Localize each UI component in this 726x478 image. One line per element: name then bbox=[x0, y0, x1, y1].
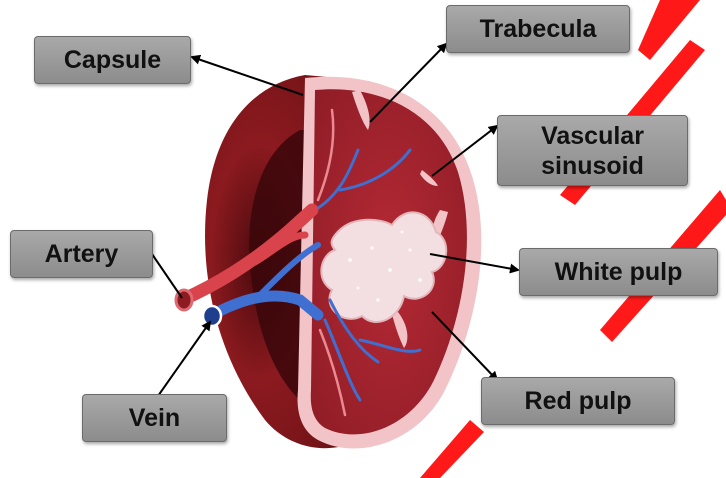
arrow-capsule bbox=[192, 57, 303, 95]
red-pulp-label: Red pulp bbox=[481, 377, 675, 425]
arrow-artery bbox=[152, 254, 182, 298]
vein-opening bbox=[203, 306, 221, 326]
vascular-sinusoid-label: Vascular sinusoid bbox=[497, 115, 688, 186]
vein-label: Vein bbox=[82, 394, 227, 442]
white-pulp-label: White pulp bbox=[519, 248, 718, 296]
capsule-label: Capsule bbox=[34, 36, 191, 84]
spleen-organ bbox=[176, 75, 481, 449]
arrow-vein bbox=[158, 322, 210, 396]
trabecula-label: Trabecula bbox=[446, 5, 630, 53]
artery-label: Artery bbox=[10, 230, 153, 278]
